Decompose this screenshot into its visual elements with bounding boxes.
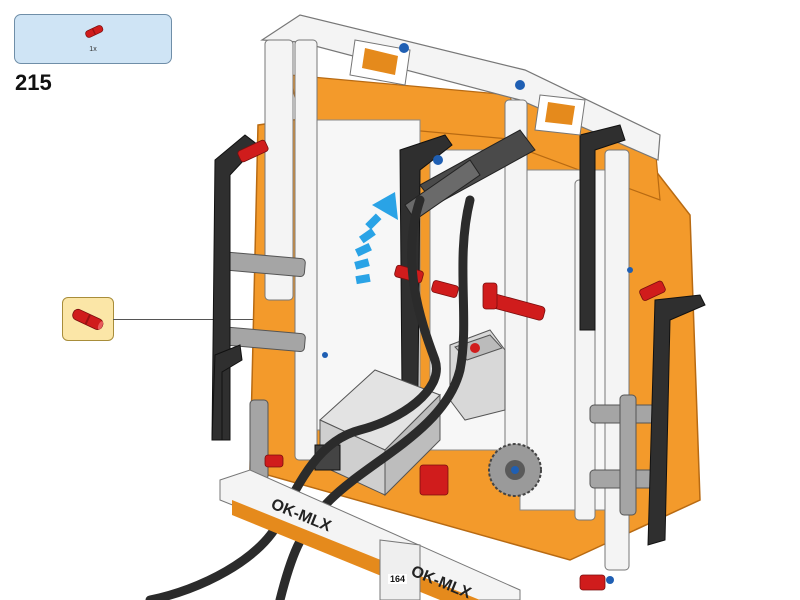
banner-plates (349, 39, 586, 136)
gear (488, 443, 542, 497)
bottom-white-beam (219, 469, 521, 600)
step-number: 215 (15, 70, 52, 95)
blue-pins (322, 43, 633, 584)
gray-diagonal-arm (404, 129, 536, 221)
black-side-beams (211, 124, 706, 546)
page-reference-number: 164 (388, 574, 408, 584)
part-quantity: 1x (89, 46, 97, 53)
gray-beams (214, 250, 656, 516)
rotation-arrow (354, 192, 398, 285)
red-connector-pins (237, 139, 666, 591)
parts-list-box: 1x (14, 14, 172, 64)
axle-pin-callout-icon (72, 308, 104, 330)
axle-pin-part-icon (85, 25, 104, 38)
part-callout-box (62, 297, 114, 341)
